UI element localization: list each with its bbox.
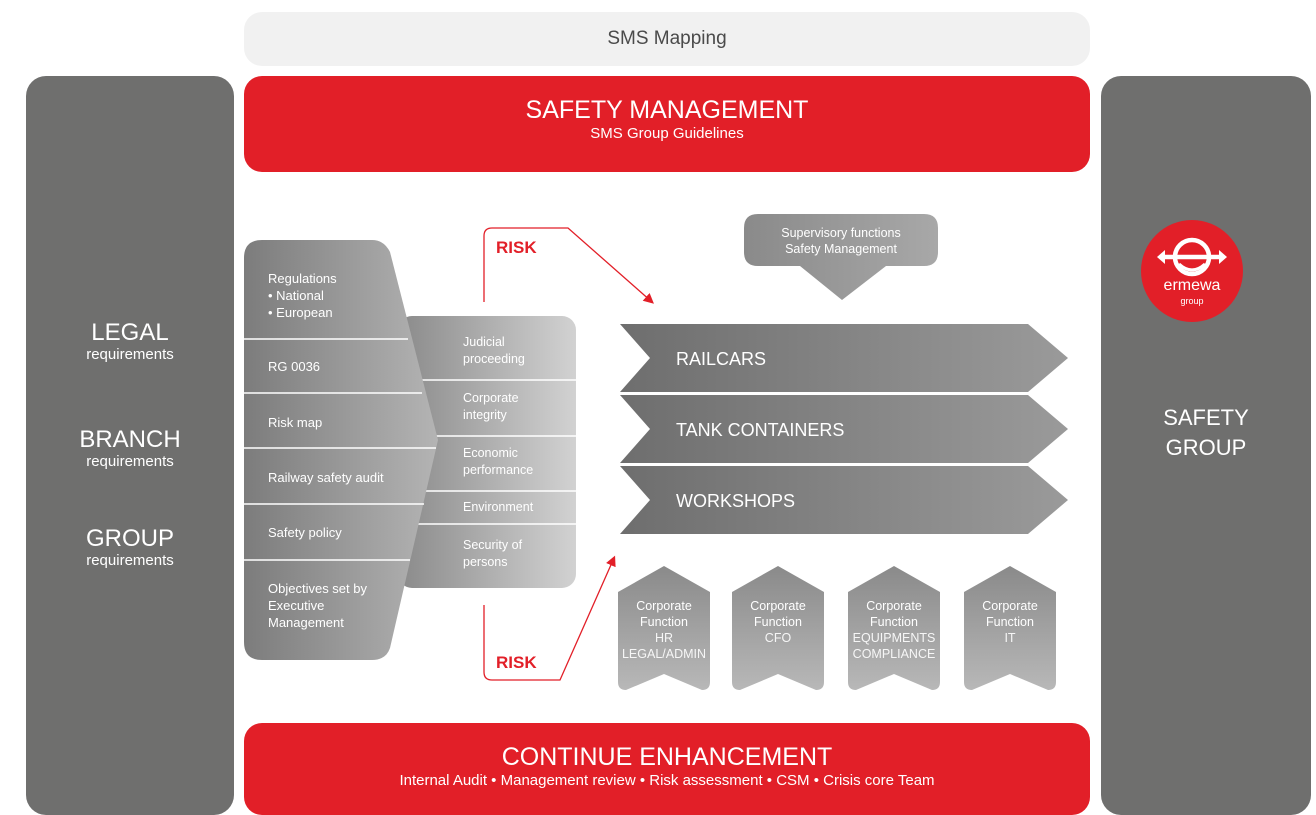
input-objectives: Objectives set by Executive Management (268, 580, 367, 631)
corporate-function-cfo-shape (732, 566, 824, 690)
branch-label: BRANCH (79, 426, 181, 453)
group-sublabel: requirements (86, 552, 174, 569)
risk-arrow-top (483, 227, 654, 304)
risk-label-top: RISK (496, 238, 537, 257)
group-requirements: GROUP requirements (26, 526, 234, 570)
input-objectives-line1: Objectives set by (268, 581, 367, 596)
safety-group-line2: GROUP (1165, 435, 1247, 460)
cf-cfo-line2: Function (754, 615, 802, 629)
cf-it-line1: Corporate (982, 599, 1038, 613)
risk-security-line1: Security of (463, 538, 523, 552)
input-regulations-line1: Regulations (268, 271, 337, 286)
input-risk-map: Risk map (268, 415, 323, 430)
cf-hr-line2: Function (640, 615, 688, 629)
risk-economic-line1: Economic (463, 446, 518, 460)
corporate-function-hr: Corporate Function HR LEGAL/ADMIN (618, 598, 710, 662)
corporate-function-it: Corporate Function IT (964, 598, 1056, 646)
cf-hr-detail1: HR (654, 631, 674, 645)
risk-arrow-bottom (483, 555, 616, 681)
safety-management-title: SAFETY MANAGEMENT (525, 96, 809, 124)
input-objectives-line3: Management (268, 615, 344, 630)
risk-corporate-integrity-line1: Corporate (463, 391, 519, 405)
group-label: GROUP (85, 525, 174, 552)
input-safety-policy: Safety policy (268, 525, 342, 540)
cf-cfo-line1: Corporate (750, 599, 806, 613)
input-rg0036: RG 0036 (268, 359, 321, 374)
cf-cfo-detail1: CFO (764, 631, 792, 645)
business-tank-containers: TANK CONTAINERS (676, 420, 845, 440)
ermewa-logo-icon: ermewa group (1141, 220, 1243, 322)
input-regulations: Regulations • National • European (268, 270, 337, 321)
safety-management-subtitle: SMS Group Guidelines (590, 125, 744, 142)
branch-requirements: BRANCH requirements (26, 427, 234, 471)
requirements-panel: LEGAL requirements BRANCH requirements G… (26, 76, 234, 815)
legal-label: LEGAL (91, 319, 169, 346)
risk-security-line2: persons (463, 555, 508, 569)
cf-hr-detail2: LEGAL/ADMIN (621, 647, 707, 661)
diagram-title: SMS Mapping (244, 12, 1090, 66)
supervisory-functions: Supervisory functions Safety Management (744, 214, 938, 266)
cf-equip-line1: Corporate (866, 599, 922, 613)
workshops-arrow (620, 466, 1068, 534)
continue-enhancement-title: CONTINUE ENHANCEMENT (501, 743, 833, 771)
risk-label-bottom: RISK (496, 653, 537, 672)
corporate-function-it-shape (964, 566, 1056, 690)
cf-it-line2: Function (986, 615, 1034, 629)
business-workshops: WORKSHOPS (676, 491, 796, 511)
risk-corporate-integrity: Corporate integrity (463, 390, 519, 424)
risk-judicial: Judicial proceeding (463, 334, 525, 368)
logo-sub: group (1180, 296, 1204, 306)
corporate-function-equipments: Corporate Function EQUIPMENTS COMPLIANCE (848, 598, 940, 662)
risk-economic: Economic performance (463, 445, 533, 479)
tank-containers-arrow (620, 395, 1068, 463)
safety-group-line1: SAFETY (1163, 405, 1249, 430)
legal-requirements: LEGAL requirements (26, 320, 234, 364)
input-regulations-line2: • National (268, 288, 324, 303)
input-regulations-line3: • European (268, 305, 333, 320)
risk-security: Security of persons (463, 537, 522, 571)
risk-judicial-line1: Judicial (463, 335, 505, 349)
risk-environment: Environment (463, 500, 534, 514)
input-objectives-line2: Executive (268, 598, 325, 613)
risk-judicial-line2: proceeding (463, 352, 525, 366)
supervisory-callout (744, 214, 938, 300)
business-railcars: RAILCARS (676, 349, 767, 369)
continue-enhancement-banner: CONTINUE ENHANCEMENT Internal Audit • Ma… (244, 723, 1090, 815)
safety-group-panel: ermewa group SAFETY GROUP (1101, 76, 1311, 815)
corporate-function-equipments-shape (848, 566, 940, 690)
inputs-shape (244, 240, 438, 660)
corporate-function-hr-shape (618, 566, 710, 690)
continue-enhancement-subtitle: Internal Audit • Management review • Ris… (399, 772, 935, 789)
safety-group-title: SAFETY GROUP (1101, 403, 1311, 463)
supervisory-line2: Safety Management (785, 242, 897, 256)
cf-hr-line1: Corporate (636, 599, 692, 613)
cf-equip-detail1: EQUIPMENTS (852, 631, 936, 645)
cf-equip-line2: Function (870, 615, 918, 629)
risk-areas-box (398, 316, 576, 588)
branch-sublabel: requirements (86, 453, 174, 470)
logo-name: ermewa (1163, 277, 1221, 294)
railcars-arrow (620, 324, 1068, 392)
legal-sublabel: requirements (86, 346, 174, 363)
corporate-function-cfo: Corporate Function CFO (732, 598, 824, 646)
risk-corporate-integrity-line2: integrity (463, 408, 507, 422)
cf-it-detail1: IT (1004, 631, 1016, 645)
input-railway-safety-audit: Railway safety audit (268, 470, 384, 485)
cf-equip-detail2: COMPLIANCE (852, 647, 936, 661)
risk-economic-line2: performance (463, 463, 534, 477)
supervisory-line1: Supervisory functions (781, 226, 901, 240)
safety-management-banner: SAFETY MANAGEMENT SMS Group Guidelines (244, 76, 1090, 172)
